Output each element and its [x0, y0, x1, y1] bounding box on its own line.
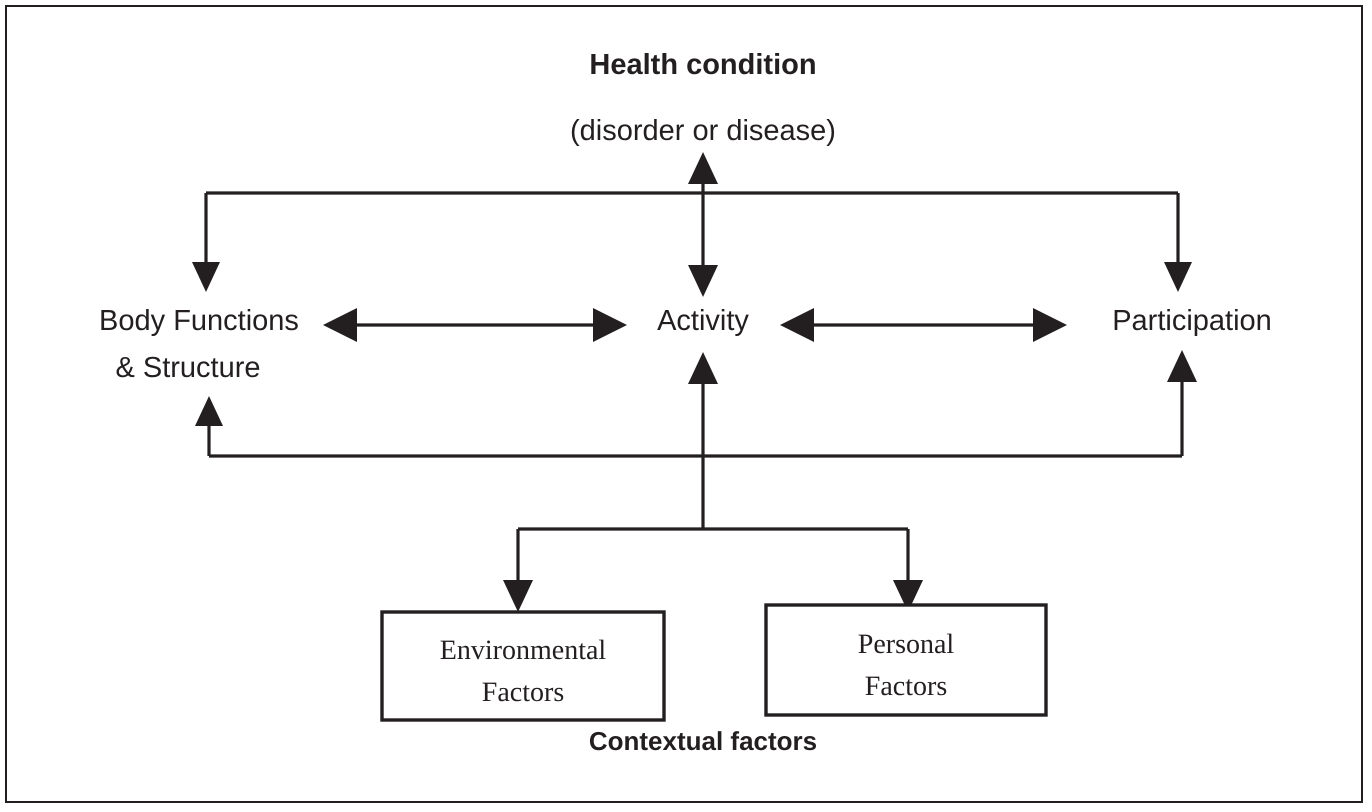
contextual-activity-connector	[688, 352, 718, 529]
arrowhead-left-body-functions	[323, 308, 357, 342]
environmental-factors-box[interactable]: Environmental Factors	[380, 610, 666, 722]
health-activity-double-arrow	[688, 152, 718, 297]
arrowhead-right-activity	[593, 308, 627, 342]
node-label-activity: Activity	[657, 305, 749, 337]
environmental-factors-box-outline	[380, 610, 666, 722]
arrowhead-up-activity-from-contextual	[688, 352, 718, 384]
figure-frame	[5, 5, 1363, 803]
arrowhead-up-participation	[1167, 350, 1197, 382]
node-label-body-functions-line1: Body Functions	[99, 305, 299, 337]
personal-factors-box[interactable]: Personal Factors	[764, 603, 1048, 717]
top-distribution-bus	[192, 191, 1192, 292]
node-label-body-functions-line2: & Structure	[115, 352, 260, 384]
node-label-participation: Participation	[1112, 305, 1272, 337]
health-condition-title: Health condition	[589, 49, 816, 81]
health-condition-subtitle: (disorder or disease)	[570, 115, 836, 147]
contextual-factors-caption: Contextual factors	[589, 726, 817, 756]
arrowhead-down-personal-factors	[893, 580, 923, 612]
activity-participation-double-arrow	[780, 308, 1067, 342]
arrowhead-down-participation	[1164, 262, 1192, 292]
arrowhead-down-body-functions	[192, 262, 220, 292]
arrowhead-down-environmental-factors	[503, 580, 533, 612]
contextual-split-bus	[503, 527, 923, 612]
arrowhead-right-participation	[1033, 308, 1067, 342]
body-activity-double-arrow	[323, 308, 627, 342]
arrowhead-down-activity	[688, 265, 718, 297]
personal-factors-label-line2: Factors	[865, 671, 947, 702]
arrowhead-up-health-condition	[688, 152, 718, 184]
environmental-factors-label-line1: Environmental	[440, 635, 607, 666]
personal-factors-label-line1: Personal	[858, 629, 955, 660]
arrowhead-up-body-functions	[195, 396, 223, 426]
bottom-return-bus	[195, 350, 1197, 458]
environmental-factors-label-line2: Factors	[482, 677, 564, 708]
personal-factors-box-outline	[764, 603, 1048, 717]
arrowhead-left-activity	[780, 308, 814, 342]
